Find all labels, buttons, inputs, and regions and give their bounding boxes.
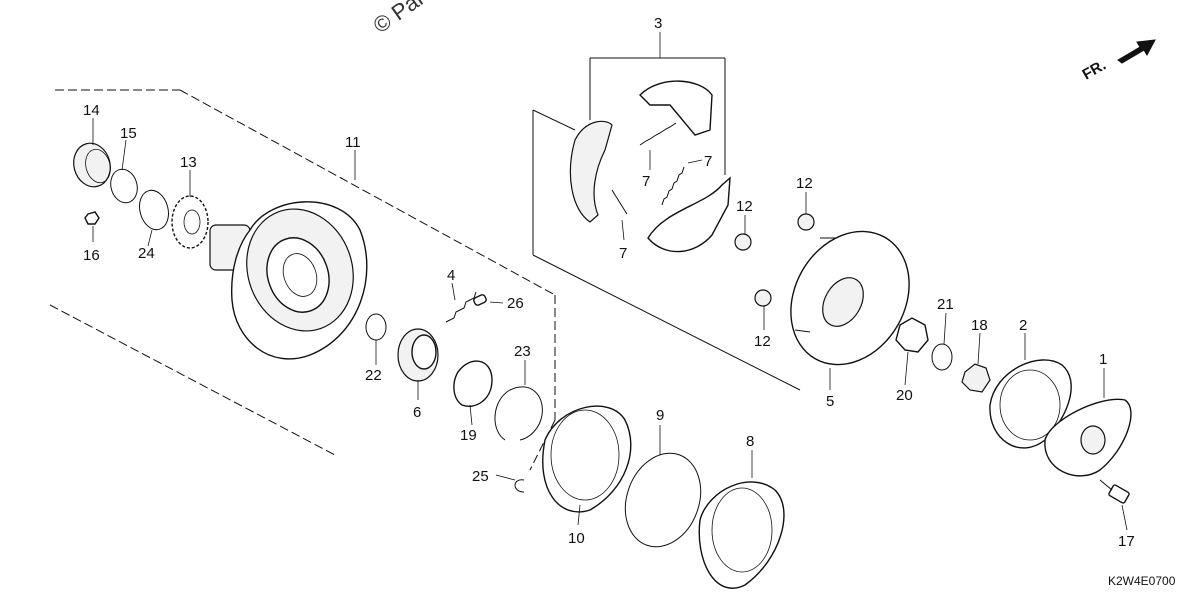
part-12-bushing-c: [754, 289, 772, 307]
part-11-clutch-outer: [209, 201, 368, 360]
part-15-clip: [110, 168, 138, 204]
callout-14: 14: [83, 102, 100, 119]
direction-label: FR.: [1080, 57, 1109, 84]
part-23-circlip: [494, 386, 543, 441]
callout-22: 22: [365, 367, 382, 384]
part-8-gasket: [698, 481, 785, 589]
callout-1: 1: [1099, 351, 1107, 368]
callout-26: 26: [507, 295, 524, 312]
part-2-gasket: [989, 359, 1072, 449]
callout-9: 9: [656, 407, 664, 424]
part-25-clip: [514, 479, 525, 493]
part-24-ring: [139, 189, 169, 231]
part-12-bushing-b: [797, 213, 815, 231]
callout-17: 17: [1118, 533, 1135, 550]
callout-6: 6: [413, 404, 421, 421]
callout-12-c: 12: [754, 333, 771, 350]
part-7-springs: [611, 122, 685, 215]
part-13-gear: [171, 195, 209, 249]
diagram-code: K2W4E0700: [1108, 574, 1176, 588]
callout-16: 16: [83, 247, 100, 264]
part-5-drive-plate: [790, 230, 910, 366]
part-16-nut: [84, 211, 100, 225]
part-4-spring: [445, 291, 477, 323]
part-26-pin: [473, 294, 487, 306]
callout-7-a: 7: [642, 173, 650, 190]
part-10-gasket: [542, 405, 632, 513]
callout-24: 24: [138, 245, 155, 262]
part-14-cap: [73, 142, 111, 188]
part-9-o-ring: [624, 452, 702, 548]
callout-20: 20: [896, 387, 913, 404]
callout-2: 2: [1019, 317, 1027, 334]
watermark: © Parts: [369, 0, 444, 38]
group-outline-clutch-shoes: [532, 57, 801, 391]
callout-21: 21: [937, 296, 954, 313]
callout-10: 10: [568, 530, 585, 547]
front-direction-arrow-icon: [1117, 39, 1156, 64]
callout-7-c: 7: [619, 245, 627, 262]
callout-labels: 14 15 13 11 3 16 24 4 26 22 6 19 23 25 1…: [83, 15, 1135, 550]
part-19-plate: [453, 360, 493, 407]
callout-25: 25: [472, 468, 489, 485]
callout-12-b: 12: [796, 175, 813, 192]
callout-18: 18: [971, 317, 988, 334]
group-outline-clutch-outer: [49, 89, 556, 471]
callout-13: 13: [180, 154, 197, 171]
part-22-washer: [365, 313, 387, 341]
callout-3: 3: [654, 15, 662, 32]
leader-lines: [92, 32, 1128, 531]
part-3-clutch-shoe-assembly: [569, 80, 731, 253]
callout-12-a: 12: [736, 198, 753, 215]
callout-8: 8: [746, 433, 754, 450]
part-6-one-way-clutch: [397, 328, 439, 382]
callout-5: 5: [826, 393, 834, 410]
callout-15: 15: [120, 125, 137, 142]
part-20-nut: [895, 317, 929, 353]
callout-23: 23: [514, 343, 531, 360]
callout-19: 19: [460, 427, 477, 444]
callout-11: 11: [345, 134, 361, 151]
part-21-washer: [931, 343, 953, 371]
part-1-cover: [1044, 398, 1132, 477]
callout-4: 4: [447, 267, 455, 284]
callout-7-b: 7: [704, 153, 712, 170]
part-17-bolt: [1099, 479, 1130, 504]
part-18-nut: [961, 363, 991, 393]
part-12-bushing-a: [734, 233, 752, 251]
